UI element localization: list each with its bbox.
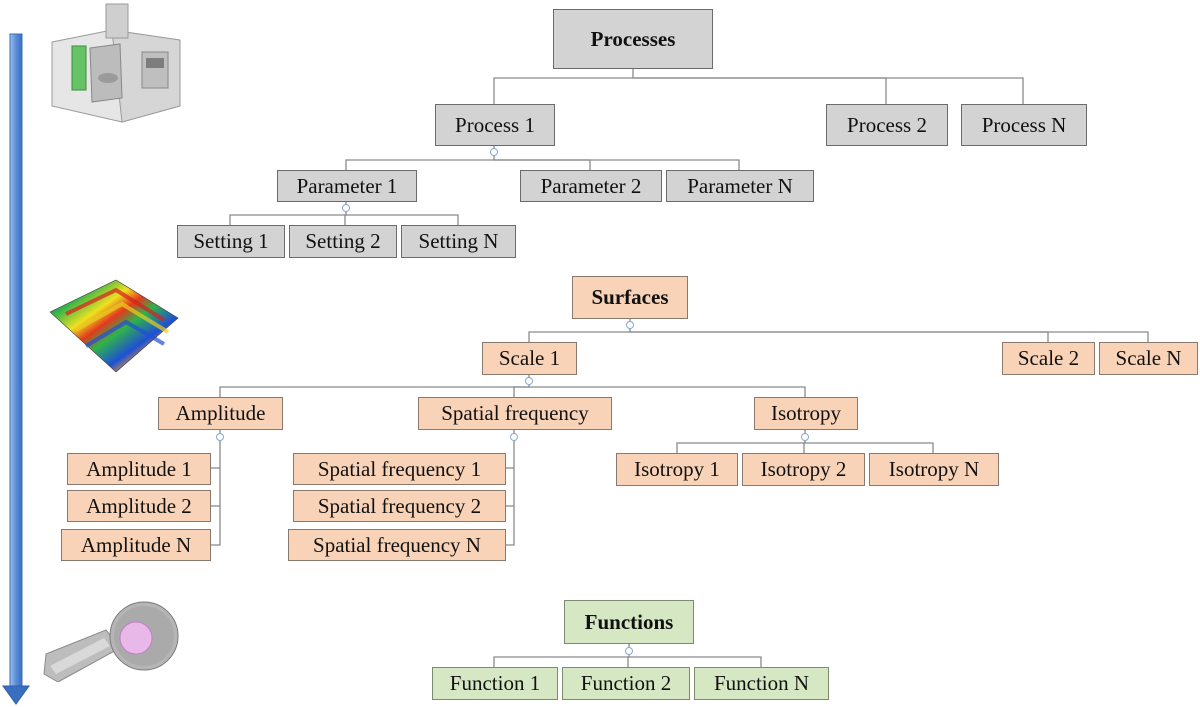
setting-n: Setting N [401, 225, 516, 258]
scale-1: Scale 1 [482, 342, 577, 375]
process-1: Process 1 [435, 104, 555, 146]
spatial-frequency-2: Spatial frequency 2 [293, 490, 506, 522]
setting-1: Setting 1 [177, 225, 285, 258]
isotropy-2: Isotropy 2 [742, 453, 865, 486]
amplitude-category: Amplitude [158, 397, 283, 430]
parameter-1: Parameter 1 [277, 170, 417, 202]
flow-arrow [2, 33, 30, 705]
surfaces-root: Surfaces [572, 276, 688, 319]
spatial-frequency-1: Spatial frequency 1 [293, 453, 506, 485]
machine-tool-image [51, 3, 181, 123]
spatial-frequency-n: Spatial frequency N [288, 529, 506, 561]
function-1: Function 1 [432, 667, 558, 700]
function-2: Function 2 [562, 667, 690, 700]
isotropy-n: Isotropy N [869, 453, 999, 486]
functions-root: Functions [564, 600, 694, 644]
scale-n: Scale N [1099, 342, 1198, 375]
surface-topography-image [49, 279, 179, 373]
isotropy-category: Isotropy [754, 397, 858, 430]
amplitude-2: Amplitude 2 [67, 490, 211, 522]
processes-root: Processes [553, 9, 713, 69]
isotropy-1: Isotropy 1 [616, 453, 738, 486]
amplitude-1: Amplitude 1 [67, 453, 211, 485]
hip-implant-image [43, 601, 179, 682]
setting-2: Setting 2 [289, 225, 397, 258]
process-2: Process 2 [826, 104, 948, 146]
function-n: Function N [694, 667, 829, 700]
parameter-2: Parameter 2 [520, 170, 662, 202]
parameter-n: Parameter N [666, 170, 814, 202]
amplitude-n: Amplitude N [61, 529, 211, 561]
scale-2: Scale 2 [1002, 342, 1095, 375]
process-n: Process N [961, 104, 1087, 146]
spatial-frequency-category: Spatial frequency [418, 397, 612, 430]
